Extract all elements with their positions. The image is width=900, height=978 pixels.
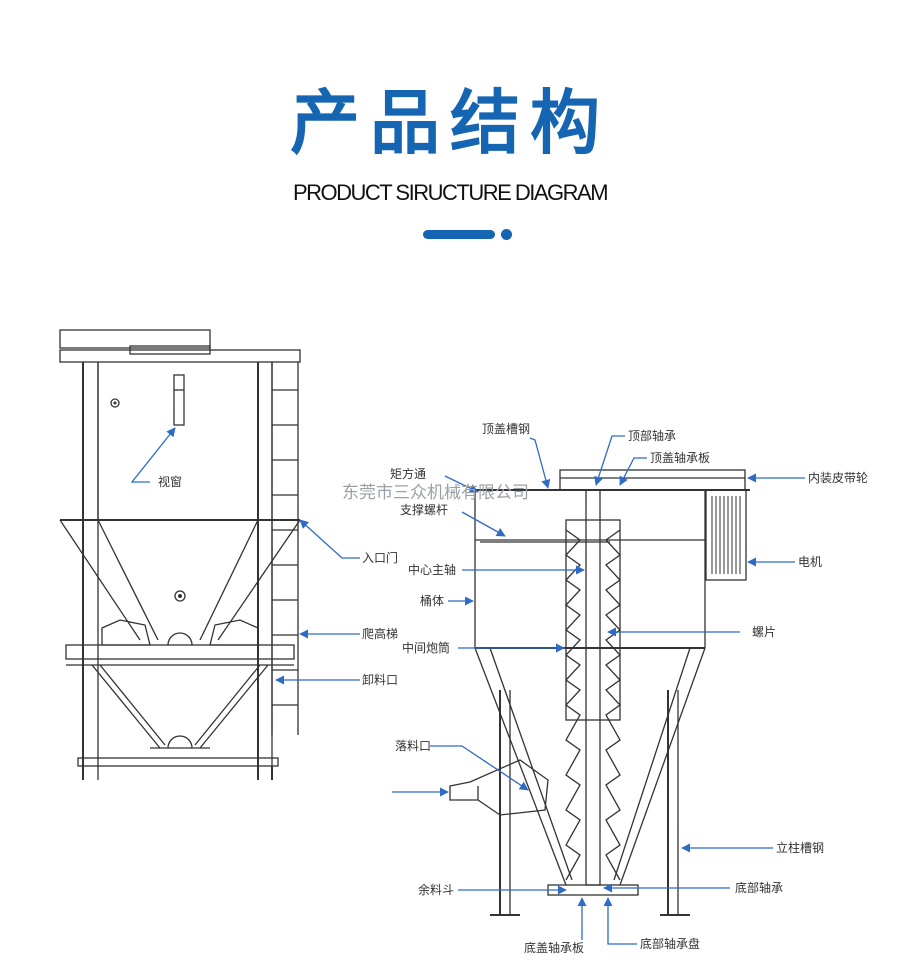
watermark-text: 东莞市三众机械有限公司 xyxy=(342,483,529,503)
label-middle-tube: 中间炮筒 xyxy=(402,640,450,655)
label-ladder: 爬高梯 xyxy=(362,626,398,641)
label-residual: 余料斗 xyxy=(418,882,454,897)
right-annotations: 顶盖槽钢 矩方通 支撑螺杆 顶部轴承 顶盖轴承板 内装皮带轮 电机 中心主轴 桶… xyxy=(390,422,868,955)
label-center-shaft: 中心主轴 xyxy=(408,562,456,577)
label-bottom-bearing-disc: 底部轴承盘 xyxy=(640,936,700,951)
page-subtitle: PRODUCT SIRUCTURE DIAGRAM xyxy=(292,180,609,205)
label-column-channel: 立柱槽钢 xyxy=(776,840,824,855)
label-support-screw: 支撑螺杆 xyxy=(400,502,448,517)
label-top-bearing-plate: 顶盖轴承板 xyxy=(650,450,710,465)
label-drop-outlet: 落料口 xyxy=(395,739,431,753)
decoration-bar xyxy=(423,230,495,239)
label-barrel: 桶体 xyxy=(420,593,444,608)
left-annotations: 视窗 入口门 爬高梯 卸料口 xyxy=(130,427,398,687)
left-machine-drawing xyxy=(59,329,301,780)
label-motor: 电机 xyxy=(798,555,822,569)
label-top-bearing: 顶部轴承 xyxy=(628,428,676,443)
label-inlet-door: 入口门 xyxy=(362,550,398,565)
page-title: 产品结构 xyxy=(290,82,610,164)
label-discharge: 卸料口 xyxy=(362,672,398,687)
label-sight-window: 视窗 xyxy=(158,474,182,489)
label-square-pipe: 矩方通 xyxy=(390,466,426,481)
title-decoration xyxy=(0,229,900,241)
decoration-dot xyxy=(501,229,512,240)
label-inner-pulley: 内装皮带轮 xyxy=(808,471,868,485)
label-blade: 螺片 xyxy=(752,625,776,639)
label-top-cover-channel: 顶盖槽钢 xyxy=(482,422,530,436)
label-bottom-cover-plate: 底盖轴承板 xyxy=(524,940,584,955)
right-machine-drawing xyxy=(449,469,750,916)
label-bottom-bearing: 底部轴承 xyxy=(735,880,783,895)
